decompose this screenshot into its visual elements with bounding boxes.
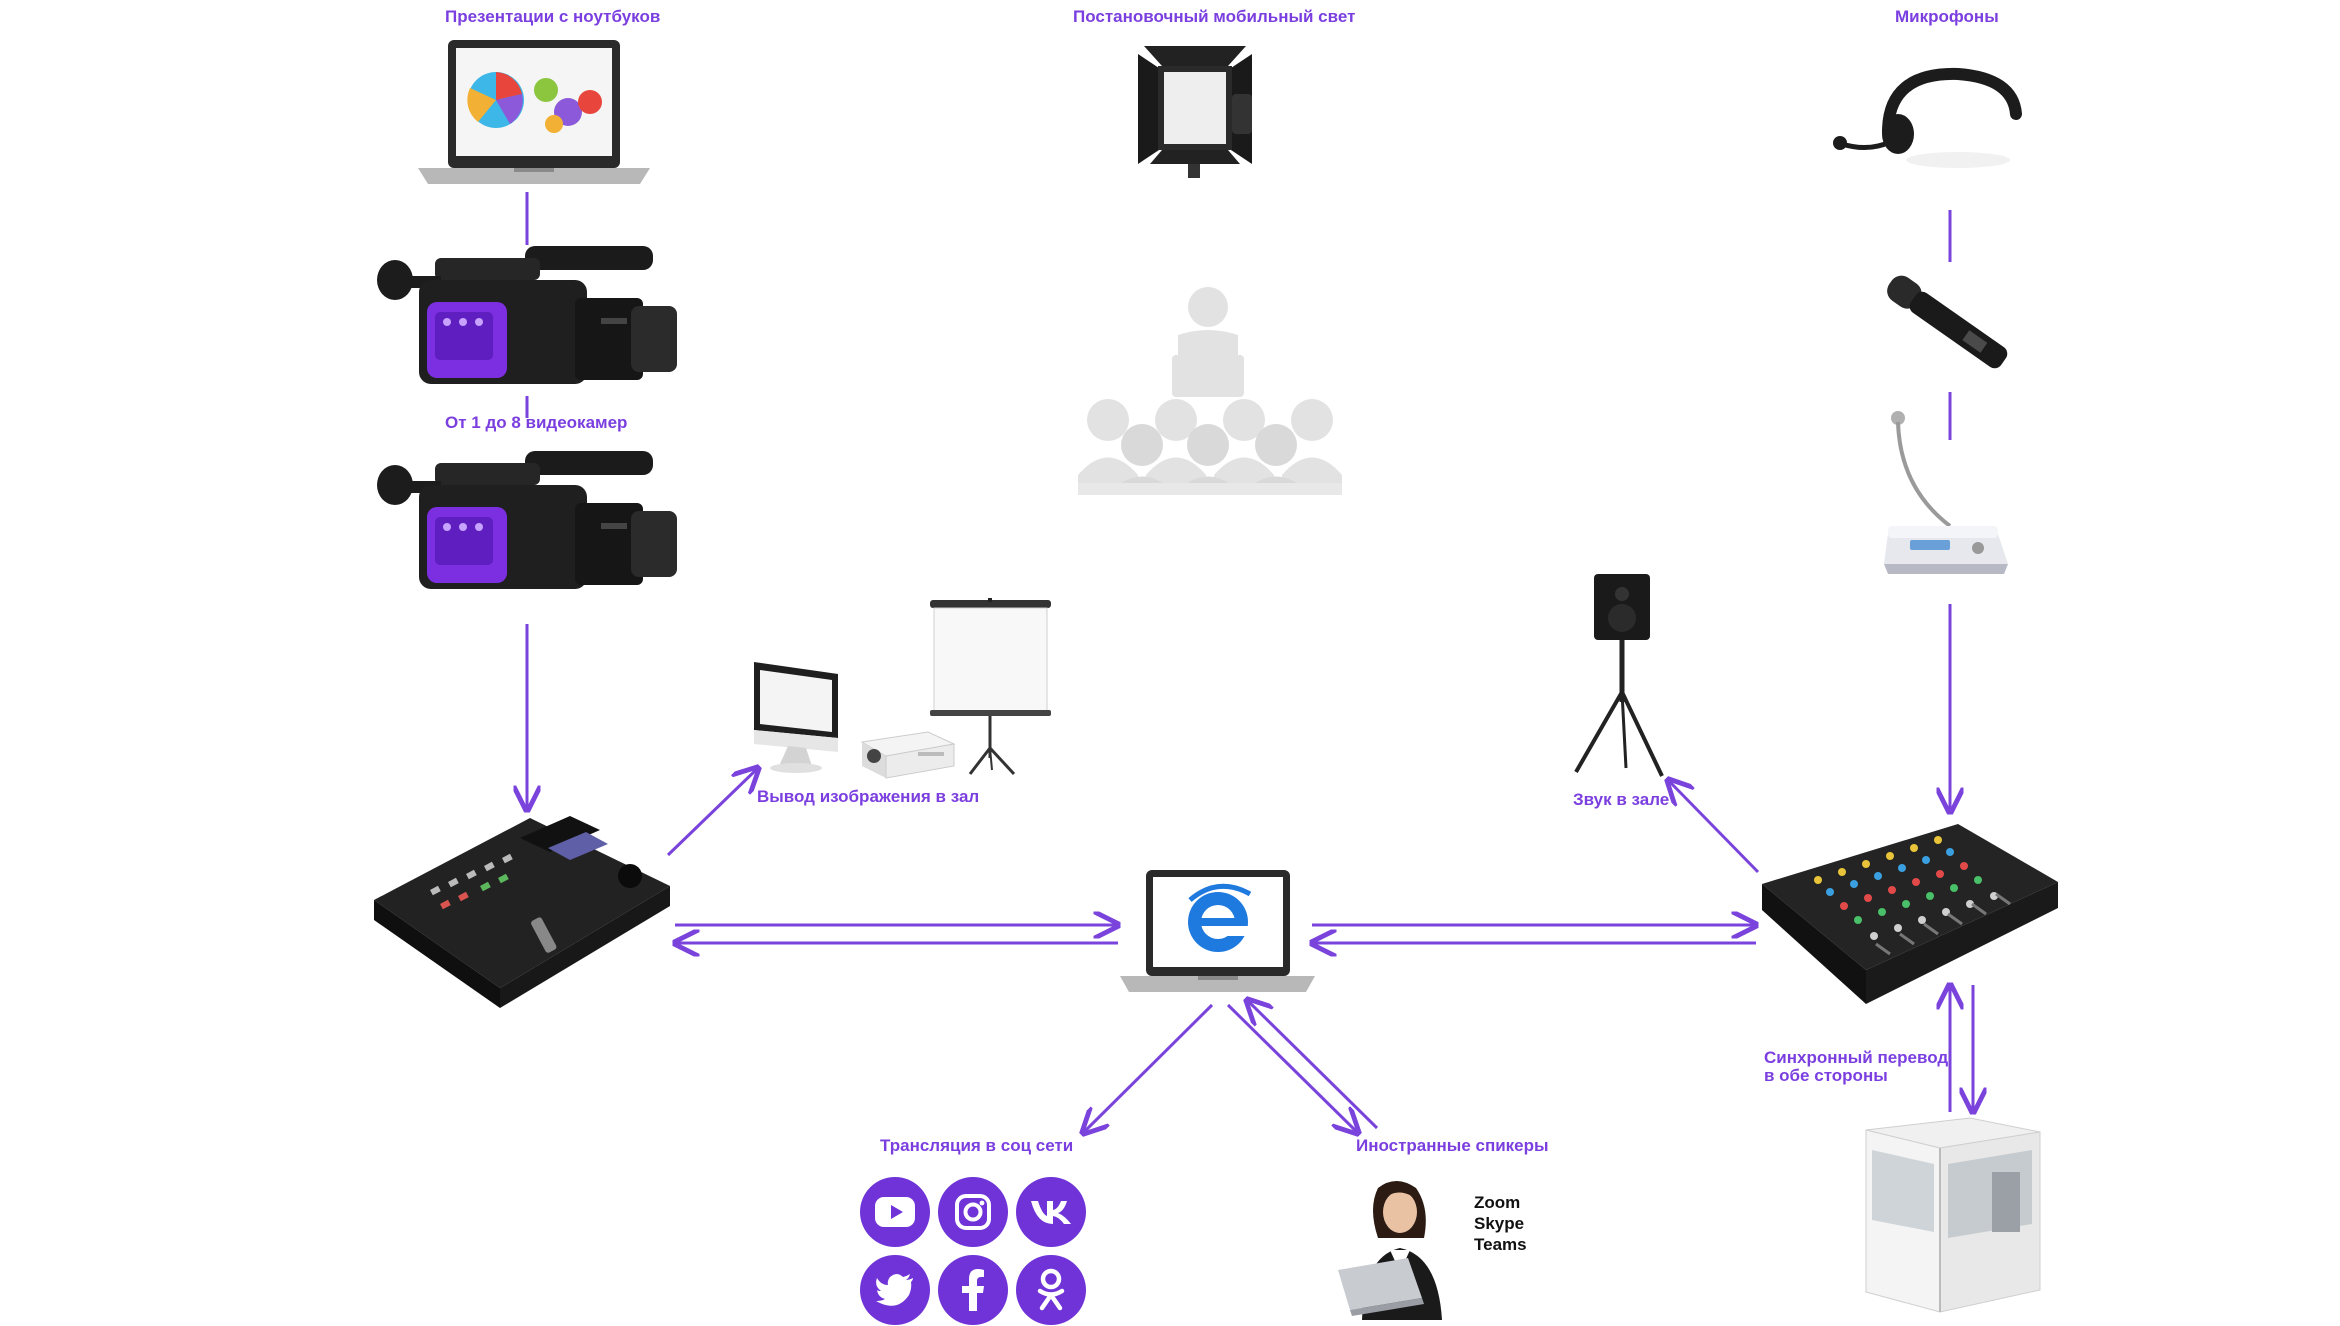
label-translation-line1: Синхронный перевод — [1764, 1048, 1949, 1067]
monitor-icon — [754, 662, 838, 773]
streaming-laptop-icon — [1120, 870, 1315, 992]
label-laptops: Презентации с ноутбуков — [445, 7, 661, 26]
audio-mixer-icon — [1762, 824, 2058, 1004]
label-translation: Синхронный перевод в обе стороны — [1764, 1049, 1948, 1085]
audience-icon — [1078, 287, 1342, 495]
remote-apps-list: Zoom Skype Teams — [1474, 1192, 1527, 1255]
label-mics: Микрофоны — [1895, 7, 1999, 26]
arrow-laptop-foreign — [1226, 1003, 1358, 1133]
arrow-switcher-display — [666, 768, 758, 857]
mixer-knobs — [1814, 836, 1998, 940]
translation-booth-icon — [1865, 1117, 2041, 1313]
video-switcher-icon — [374, 816, 670, 1008]
facebook-icon[interactable] — [938, 1255, 1008, 1325]
label-light: Постановочный мобильный свет — [1073, 7, 1356, 26]
video-camera-icon — [377, 451, 677, 589]
remote-app-teams: Teams — [1474, 1235, 1527, 1254]
youtube-icon[interactable] — [860, 1177, 930, 1247]
presentation-laptop-icon — [418, 40, 650, 184]
label-cameras: От 1 до 8 видеокамер — [445, 413, 628, 432]
odnoklassniki-icon[interactable] — [1016, 1255, 1086, 1325]
remote-speaker-icon — [1338, 1181, 1442, 1320]
arrow-mixer-speaker — [1668, 780, 1760, 874]
conference-microphone-icon — [1884, 411, 2008, 574]
instagram-icon[interactable] — [938, 1177, 1008, 1247]
arrow-foreign-laptop — [1247, 1000, 1379, 1130]
projector-icon — [860, 731, 956, 779]
projection-screen-icon — [930, 598, 1051, 776]
video-camera-icon — [377, 246, 677, 384]
headset-microphone-icon — [1833, 67, 2022, 168]
browser-e-icon — [1188, 883, 1252, 952]
label-display-out: Вывод изображения в зал — [757, 787, 980, 806]
led-light-panel-icon — [1138, 46, 1252, 178]
twitter-icon[interactable] — [860, 1255, 930, 1325]
remote-app-skype: Skype — [1474, 1214, 1525, 1233]
label-social: Трансляция в соц сети — [880, 1136, 1074, 1155]
speaker-on-stand-icon — [1574, 574, 1664, 777]
remote-app-zoom: Zoom — [1474, 1193, 1521, 1212]
label-foreign: Иностранные спикеры — [1356, 1136, 1549, 1155]
arrow-laptop-social — [1083, 1003, 1214, 1133]
handheld-microphone-icon — [1887, 275, 2008, 369]
label-translation-line2: в обе стороны — [1764, 1066, 1888, 1085]
vk-icon[interactable] — [1016, 1177, 1086, 1247]
label-hall-sound: Звук в зале — [1573, 790, 1670, 809]
